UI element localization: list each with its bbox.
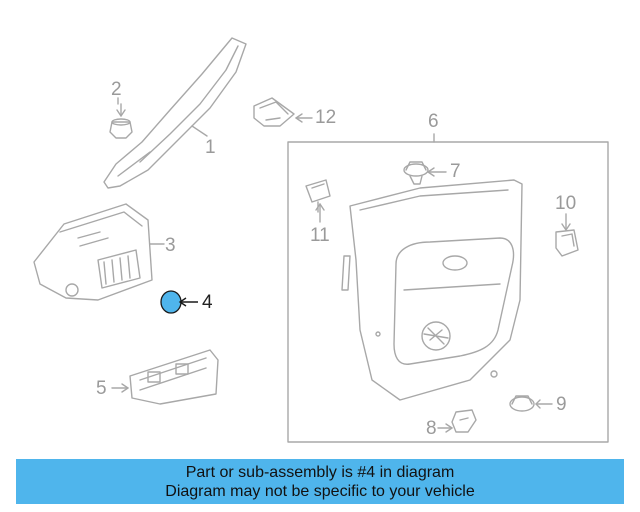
callout-11: 11	[310, 225, 330, 246]
part-10-retainer[interactable]	[555, 229, 579, 257]
banner-line-1: Part or sub-assembly is #4 in diagram	[185, 463, 455, 481]
callout-8: 8	[426, 418, 437, 439]
callout-7: 7	[450, 161, 461, 182]
callout-10: 10	[555, 193, 577, 214]
callout-9: 9	[556, 394, 567, 415]
part-7-push-clip[interactable]	[403, 161, 429, 185]
leader-1	[191, 125, 208, 137]
callout-3: 3	[165, 235, 176, 256]
part-3-trim-panel[interactable]	[33, 203, 153, 301]
callout-4: 4	[202, 292, 213, 313]
part-2-screw[interactable]	[109, 103, 133, 139]
part-4-plug-selected[interactable]	[160, 290, 198, 314]
callout-12: 12	[315, 107, 337, 128]
banner-line-2: Diagram may not be specific to your vehi…	[165, 482, 475, 500]
callout-1: 1	[205, 137, 216, 158]
callout-6: 6	[428, 111, 439, 132]
part-6-door-trim-panel[interactable]	[287, 141, 609, 443]
part-8-bolt[interactable]	[451, 409, 477, 433]
part-5-bracket[interactable]	[129, 349, 219, 405]
callout-2: 2	[111, 79, 122, 100]
part-9-push-pin[interactable]	[509, 395, 535, 412]
part-1-pillar-trim[interactable]	[103, 37, 247, 189]
part-12-clip[interactable]	[253, 97, 295, 127]
callout-5: 5	[96, 378, 107, 399]
info-banner: Part or sub-assembly is #4 in diagram Di…	[16, 459, 624, 504]
part-6-frame	[287, 141, 609, 443]
